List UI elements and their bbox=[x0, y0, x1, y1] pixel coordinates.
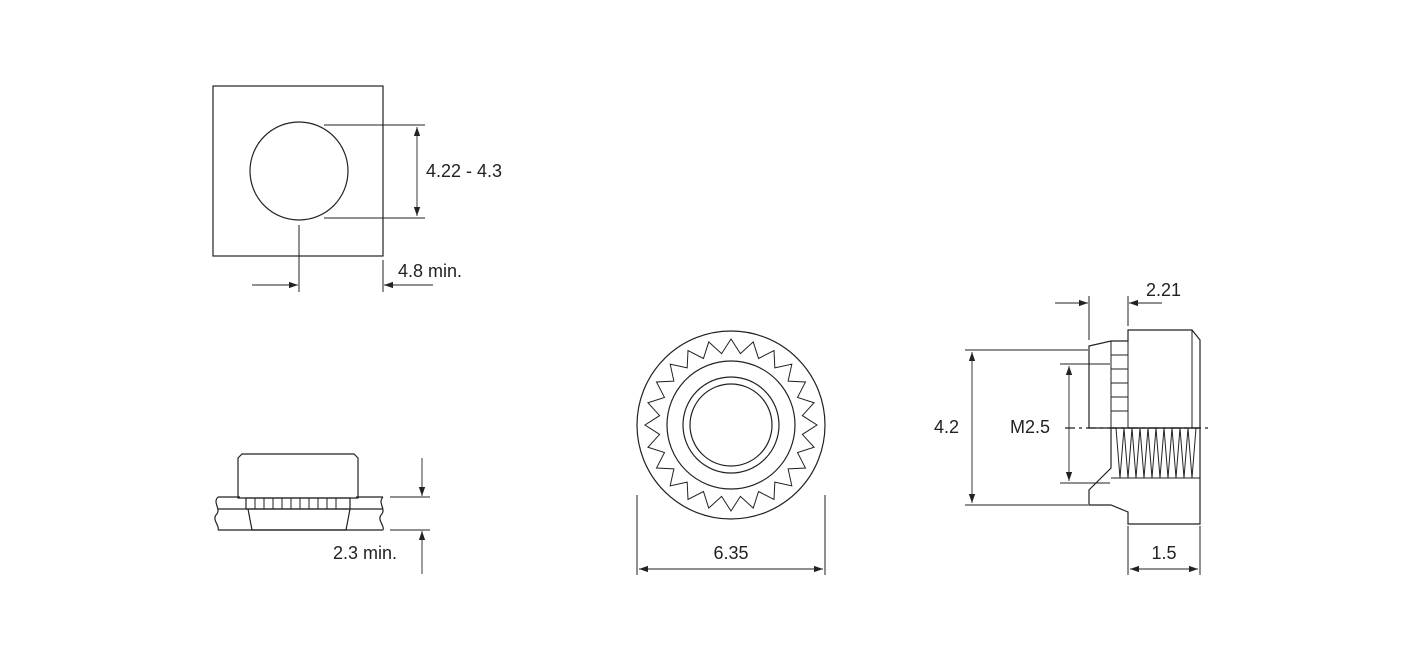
nut-head-side bbox=[237, 453, 359, 499]
thread-label: M2.5 bbox=[1010, 417, 1050, 437]
head-height-label: 2.21 bbox=[1146, 280, 1181, 300]
panel-square bbox=[212, 85, 384, 257]
section-hatch bbox=[1088, 427, 1201, 525]
outer-circle bbox=[636, 330, 826, 520]
nut-top-view: 6.35 bbox=[636, 330, 826, 575]
nut-section-view: 4.2 M2.5 2.21 1.5 bbox=[934, 280, 1212, 575]
edge-distance-label: 4.8 min. bbox=[398, 261, 462, 281]
height-label: 4.2 bbox=[934, 417, 959, 437]
installed-side-view: 2.3 min. bbox=[214, 453, 430, 574]
hole-diameter-label: 4.22 - 4.3 bbox=[426, 161, 502, 181]
serration-teeth bbox=[644, 338, 818, 512]
outer-diameter-label: 6.35 bbox=[713, 543, 748, 563]
thread-bore bbox=[689, 383, 773, 467]
sheet-thickness-label: 2.3 min. bbox=[333, 543, 397, 563]
mounting-hole bbox=[249, 121, 349, 221]
shank-length-label: 1.5 bbox=[1151, 543, 1176, 563]
thread-profile bbox=[1115, 427, 1197, 479]
panel-hole-view: 4.22 - 4.3 4.8 min. bbox=[212, 85, 502, 292]
